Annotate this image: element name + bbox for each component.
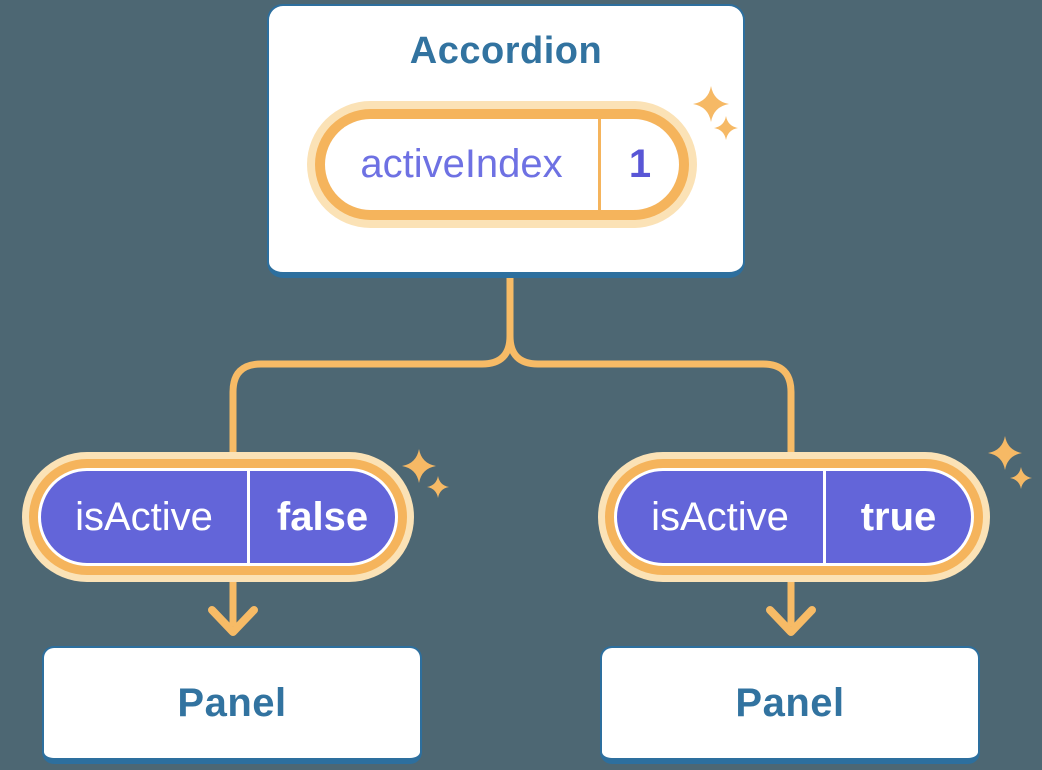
pill-divider	[598, 119, 601, 210]
prop-value: false	[276, 494, 369, 539]
prop-value: true	[860, 494, 937, 539]
state-pill-ring: activeIndex 1	[315, 109, 689, 220]
prop-pill-core: isActive false	[38, 468, 398, 566]
prop-pill-ring: isActive false	[29, 459, 407, 575]
pill-divider	[247, 471, 250, 563]
prop-pill-core: isActive true	[614, 468, 974, 566]
prop-pill-isactive-true: isActive true	[598, 452, 990, 582]
prop-name-label: isActive	[651, 494, 789, 539]
sparkle-icon	[988, 436, 1032, 489]
state-name-label: activeIndex	[360, 142, 563, 186]
sparkle-icon	[693, 86, 738, 140]
prop-name-label: isActive	[75, 494, 213, 539]
state-value: 1	[628, 142, 652, 186]
panel-box-left: Panel	[42, 646, 422, 764]
panel-box-right: Panel	[600, 646, 980, 764]
accordion-card: Accordion activeIndex 1	[267, 4, 745, 278]
state-pill: activeIndex 1	[307, 101, 697, 228]
arrowhead-right-icon	[766, 606, 816, 636]
prop-pill-ring: isActive true	[605, 459, 983, 575]
state-pill-core: activeIndex 1	[325, 119, 679, 210]
accordion-title: Accordion	[409, 30, 603, 72]
pill-divider	[823, 471, 826, 563]
sparkle-icon	[402, 449, 449, 498]
prop-pill-isactive-false: isActive false	[22, 452, 414, 582]
connector-right	[506, 335, 795, 626]
arrowhead-left-icon	[208, 606, 258, 636]
